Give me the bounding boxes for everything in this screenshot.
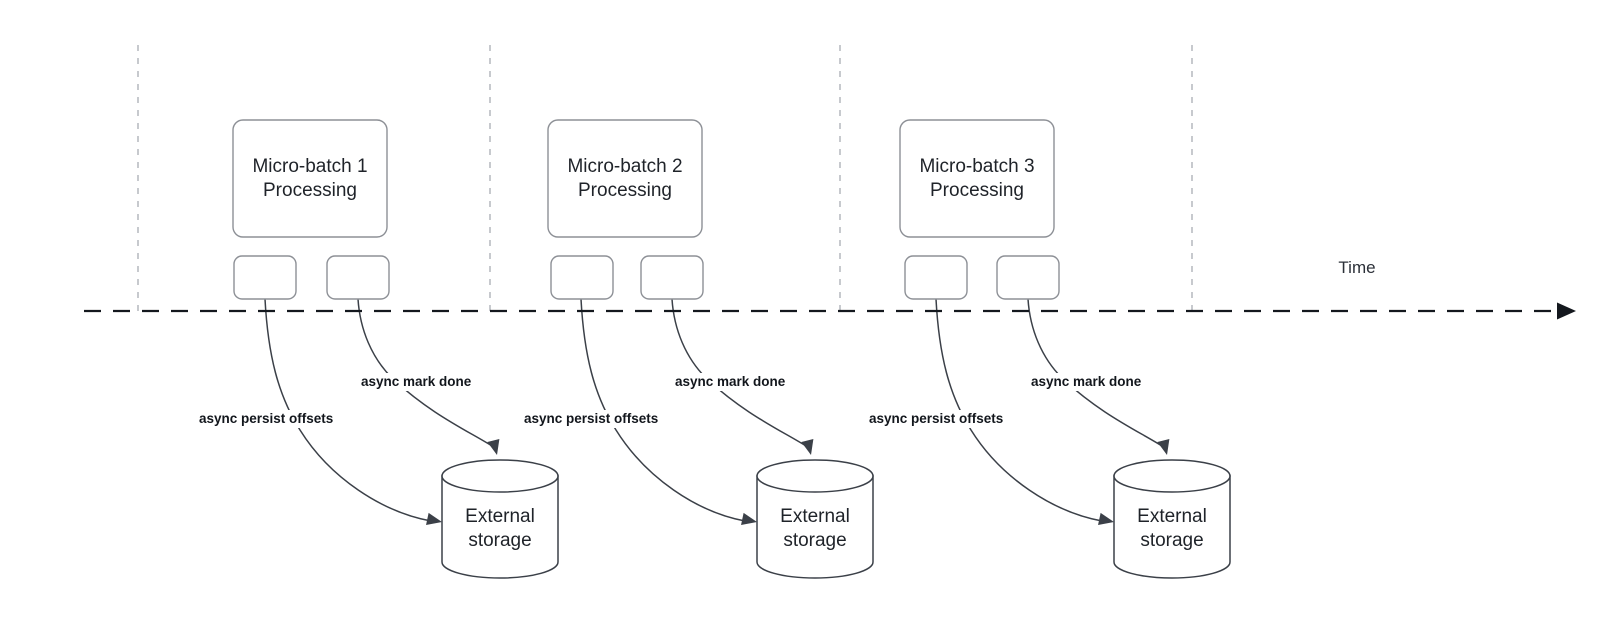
group-2-persist-task-box[interactable] — [550, 255, 614, 300]
group-2-async-mark-done-edge-arrowhead — [801, 438, 814, 455]
group-1-async-persist-offsets-edge-arrowhead — [426, 512, 442, 525]
group-2-batch-box-label-line2: Processing — [578, 180, 672, 201]
group-2-async-mark-done-edge — [671, 298, 807, 447]
group-1-async-mark-done-edge — [357, 298, 493, 447]
flow-edges — [264, 298, 1170, 525]
group-2-batch-box[interactable]: Micro-batch 2 Processing — [547, 119, 703, 238]
group-1-async-mark-done-edge-arrowhead — [487, 438, 500, 455]
group-3-storage-top-ellipse — [1113, 459, 1231, 493]
group-3-persist-task-box[interactable] — [904, 255, 968, 300]
group-1-batch-box[interactable]: Micro-batch 1 Processing — [232, 119, 388, 238]
group-1-storage-body[interactable] — [441, 475, 559, 579]
flow-edge-labels: async persist offsets async mark done asyn… — [196, 373, 1144, 428]
group-2-async-persist-offsets-edge-arrowhead — [741, 512, 757, 525]
group-2-mark-done-task-box[interactable] — [640, 255, 704, 300]
time-axis-arrowhead — [1557, 302, 1576, 320]
group-1-storage-top-ellipse — [441, 459, 559, 493]
group-1-mark-done-task-box[interactable] — [326, 255, 390, 300]
group-1-async-persist-offsets-edge-label-backdrop — [196, 410, 356, 428]
group-2-async-persist-offsets-edge-label-backdrop — [521, 410, 681, 428]
group-2-storage-label-line2: storage — [783, 530, 846, 551]
group-2-batch-box-label-line1: Micro-batch 2 — [567, 156, 682, 177]
group-3-async-mark-done-edge-label-backdrop — [1028, 373, 1144, 391]
group-3-storage-label-line1: External — [1137, 506, 1207, 527]
time-axis-label: Time — [1338, 258, 1375, 277]
group-1-persist-task-box[interactable] — [233, 255, 297, 300]
group-1-storage-label-line1: External — [465, 506, 535, 527]
group-2-async-mark-done-edge-label: async mark done — [675, 374, 786, 389]
group-1-batch-box-shape[interactable] — [232, 119, 388, 238]
group-2-async-persist-offsets-edge — [580, 298, 746, 522]
group-1-external-storage[interactable]: External storage — [441, 459, 559, 579]
group-2-storage-body[interactable] — [756, 475, 874, 579]
group-3-batch-box-label-line1: Micro-batch 3 — [919, 156, 1034, 177]
group-3-async-persist-offsets-edge-label: async persist offsets — [869, 411, 1003, 426]
group-2-async-mark-done-edge-label-backdrop — [672, 373, 788, 391]
group-3-storage-label-line2: storage — [1140, 530, 1203, 551]
group-1-storage-label-line2: storage — [468, 530, 531, 551]
group-2-external-storage[interactable]: External storage — [756, 459, 874, 579]
time-axis: Time — [84, 258, 1576, 320]
group-3-async-persist-offsets-edge-label-backdrop — [866, 410, 1026, 428]
group-1-batch-box-label-line2: Processing — [263, 180, 357, 201]
group-1-async-persist-offsets-edge — [264, 298, 432, 522]
group-2-batch-box-shape[interactable] — [547, 119, 703, 238]
group-1-async-mark-done-edge-label-backdrop — [358, 373, 474, 391]
group-3-async-persist-offsets-edge-arrowhead — [1098, 512, 1114, 525]
group-2-async-persist-offsets-edge-label: async persist offsets — [524, 411, 658, 426]
group-2-storage-top-ellipse — [756, 459, 874, 493]
group-3-batch-box-shape[interactable] — [899, 119, 1055, 238]
group-3-batch-box-label-line2: Processing — [930, 180, 1024, 201]
group-1-async-persist-offsets-edge-label: async persist offsets — [199, 411, 333, 426]
group-3-batch-box[interactable]: Micro-batch 3 Processing — [899, 119, 1055, 238]
group-1-batch-box-label-line1: Micro-batch 1 — [252, 156, 367, 177]
group-2-storage-label-line1: External — [780, 506, 850, 527]
group-3-mark-done-task-box[interactable] — [996, 255, 1060, 300]
group-3-async-mark-done-edge-arrowhead — [1157, 438, 1170, 455]
group-3-async-mark-done-edge-label: async mark done — [1031, 374, 1142, 389]
group-3-external-storage[interactable]: External storage — [1113, 459, 1231, 579]
group-3-async-persist-offsets-edge — [935, 298, 1103, 522]
group-3-storage-body[interactable] — [1113, 475, 1231, 579]
group-3-async-mark-done-edge — [1027, 298, 1163, 447]
group-1-async-mark-done-edge-label: async mark done — [361, 374, 472, 389]
